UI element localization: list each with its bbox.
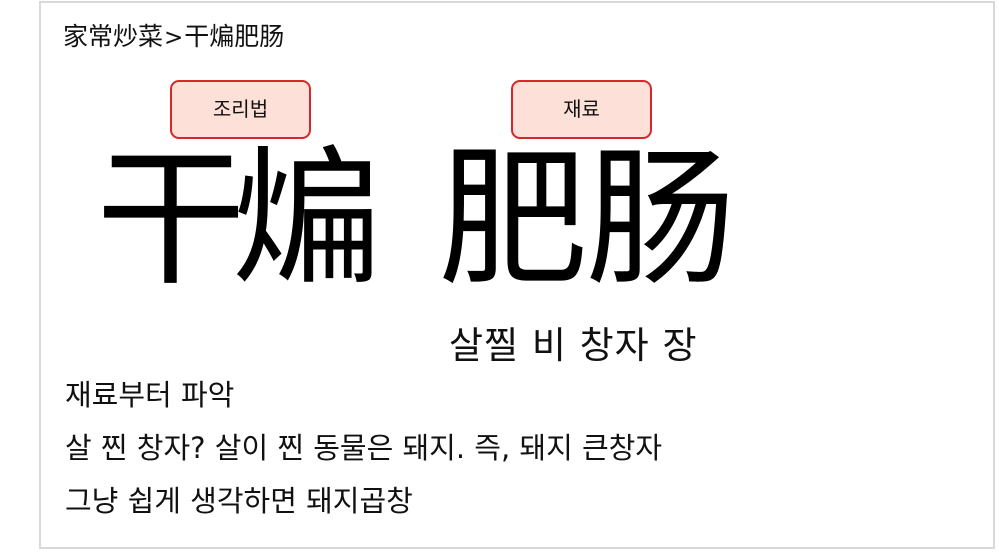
note-line-2: 살 찐 창자? 살이 찐 동물은 돼지. 즉, 돼지 큰창자	[65, 431, 663, 465]
note-line-1: 재료부터 파악	[65, 378, 235, 412]
breadcrumb-separator: >	[164, 25, 184, 51]
note-line-3: 그냥 쉽게 생각하면 돼지곱창	[65, 484, 413, 518]
hanja-reading: 살찔 비 창자 장	[449, 324, 698, 367]
breadcrumb-current: 干煸肥肠	[184, 22, 285, 51]
breadcrumb: 家常炒菜>干煸肥肠	[63, 20, 284, 55]
breadcrumb-category[interactable]: 家常炒菜	[63, 22, 164, 51]
dish-title-word2: 肥肠	[438, 133, 736, 307]
dish-title-word1: 干煸	[96, 133, 382, 307]
ingredients-button[interactable]: 재료	[511, 80, 652, 139]
dish-title: 干煸肥肠	[96, 125, 736, 315]
recipe-button[interactable]: 조리법	[170, 80, 311, 139]
